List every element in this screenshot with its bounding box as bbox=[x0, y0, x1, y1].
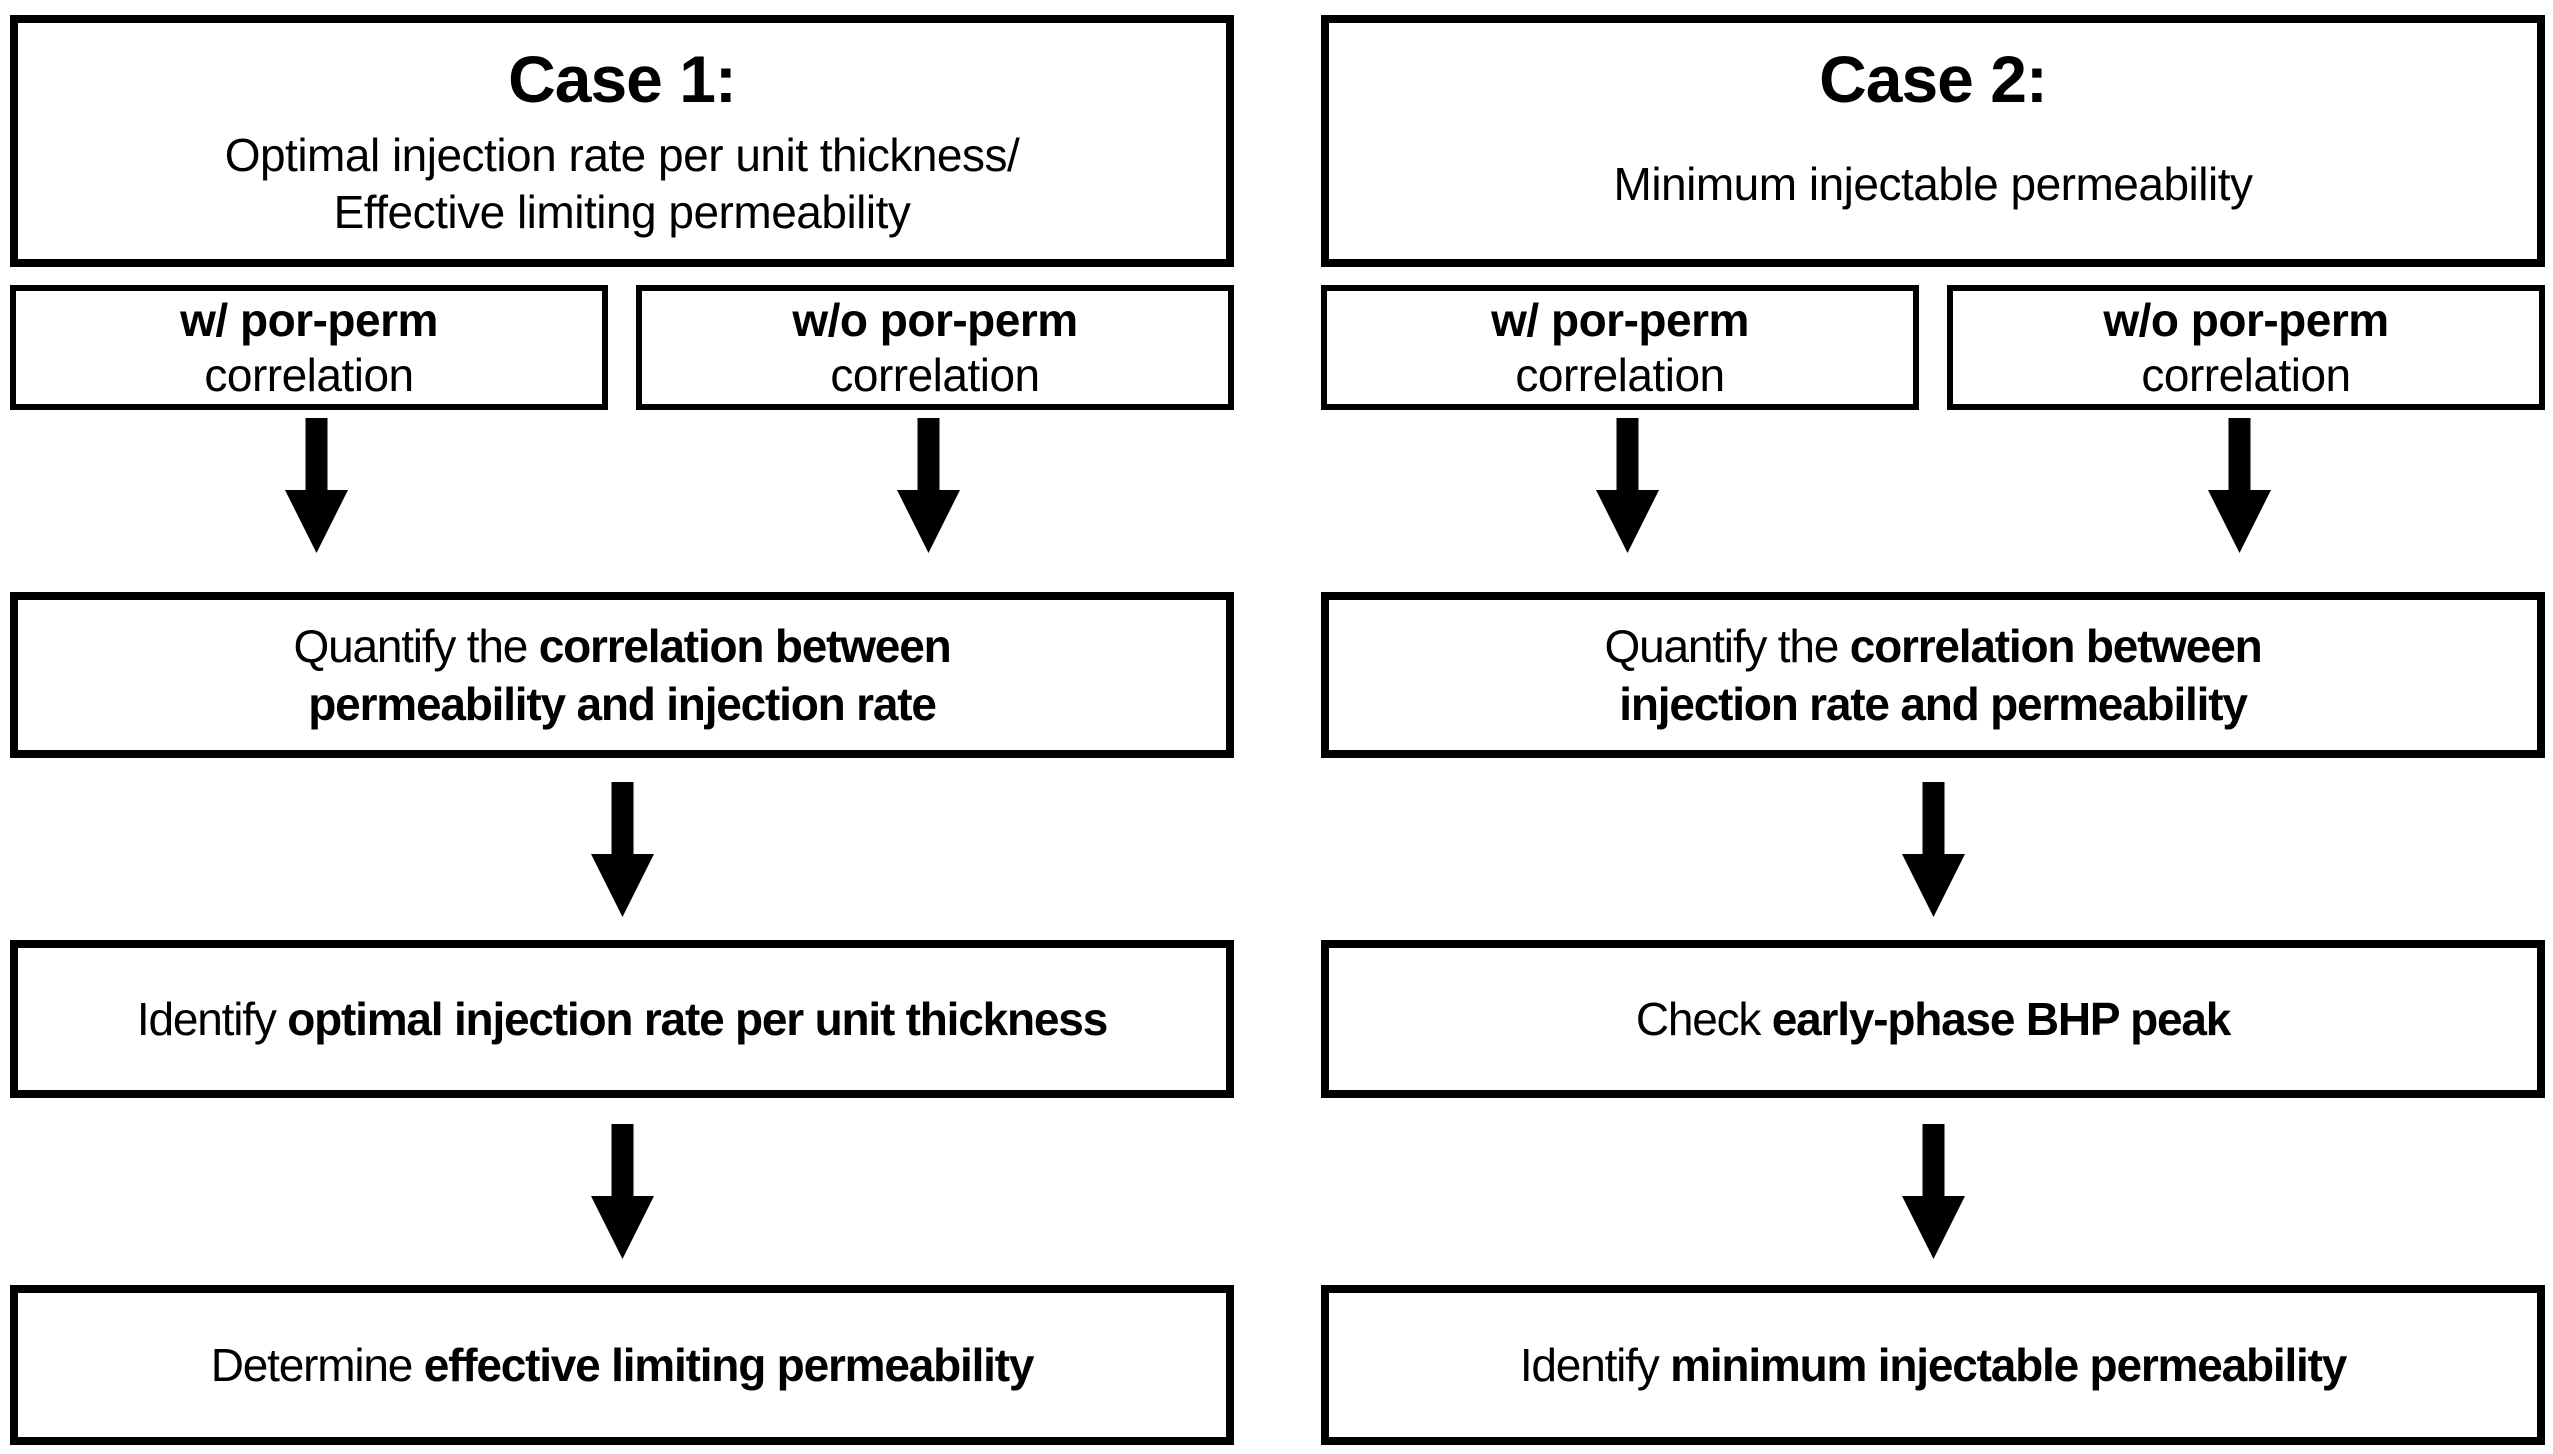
case2-step-identify-box: Identify minimum injectable permeability bbox=[1321, 1285, 2545, 1445]
case1-title: Case 1: bbox=[508, 42, 737, 116]
arrow-slot bbox=[1321, 1098, 2545, 1285]
case1-header-box: Case 1: Optimal injection rate per unit … bbox=[10, 15, 1234, 267]
case1-step-identify-box: Identify optimal injection rate per unit… bbox=[10, 940, 1234, 1098]
case1-column: Case 1: Optimal injection rate per unit … bbox=[10, 15, 1234, 1445]
step-text-bold: injection rate and permeability bbox=[1619, 678, 2248, 730]
step-text-bold: early-phase BHP peak bbox=[1771, 993, 2232, 1045]
arrow-slot bbox=[10, 1098, 1234, 1285]
arrow-down-icon bbox=[590, 781, 654, 917]
arrow-down-icon bbox=[284, 417, 348, 553]
branch-label-plain: correlation bbox=[204, 348, 414, 401]
case1-arrow-1 bbox=[10, 758, 1234, 940]
step-text-plain: Check bbox=[1635, 993, 1772, 1045]
case2-subtitle-line1: Minimum injectable permeability bbox=[1613, 157, 2253, 210]
step-text-bold: minimum injectable permeability bbox=[1670, 1339, 2347, 1391]
case2-arrow-1 bbox=[1321, 758, 2545, 940]
case2-branch-row: w/ por-perm correlation w/o por-perm cor… bbox=[1321, 285, 2545, 410]
case2-column: Case 2: Minimum injectable permeability … bbox=[1321, 15, 2545, 1445]
arrow-slot bbox=[1933, 410, 2545, 560]
arrow-down-icon bbox=[590, 1124, 654, 1259]
step-line: injection rate and permeability bbox=[1329, 675, 2537, 733]
case2-step-quantify-box: Quantify the correlation between injecti… bbox=[1321, 592, 2545, 758]
step-line: Quantify the correlation between bbox=[18, 617, 1226, 675]
branch-label-plain: correlation bbox=[1515, 348, 1725, 401]
branch-label-bold: w/o por-perm bbox=[792, 293, 1078, 346]
case1-branch-row: w/ por-perm correlation w/o por-perm cor… bbox=[10, 285, 1234, 410]
case2-header-box: Case 2: Minimum injectable permeability bbox=[1321, 15, 2545, 267]
branch-label-bold: w/ por-perm bbox=[180, 293, 438, 346]
step-line: Quantify the correlation between bbox=[1329, 617, 2537, 675]
branch-label-plain: correlation bbox=[830, 348, 1040, 401]
step-text-plain: Determine bbox=[210, 1339, 424, 1391]
step-text-plain: Identify bbox=[1519, 1339, 1671, 1391]
case2-subtitle: Minimum injectable permeability bbox=[1329, 119, 2537, 259]
step-text-plain: Identify bbox=[136, 993, 288, 1045]
case1-subtitle-line2: Effective limiting permeability bbox=[333, 186, 911, 238]
case2-branch-without-correlation-box: w/o por-perm correlation bbox=[1947, 285, 2545, 410]
case2-branch-arrows bbox=[1321, 410, 2545, 560]
case2-step-check-box: Check early-phase BHP peak bbox=[1321, 940, 2545, 1098]
arrow-slot bbox=[1321, 410, 1933, 560]
case2-branch-with-correlation-box: w/ por-perm correlation bbox=[1321, 285, 1919, 410]
case1-subtitle-line1: Optimal injection rate per unit thicknes… bbox=[224, 129, 1020, 181]
step-text-bold: effective limiting permeability bbox=[423, 1339, 1035, 1391]
step-text-bold: correlation between bbox=[1849, 620, 2263, 672]
case1-step-determine-box: Determine effective limiting permeabilit… bbox=[10, 1285, 1234, 1445]
branch-label-plain: correlation bbox=[2141, 348, 2351, 401]
step-line: Identify optimal injection rate per unit… bbox=[18, 990, 1226, 1048]
step-text-plain: Quantify the bbox=[1604, 620, 1850, 672]
step-line: Identify minimum injectable permeability bbox=[1329, 1336, 2537, 1394]
step-line: Check early-phase BHP peak bbox=[1329, 990, 2537, 1048]
case1-subtitle: Optimal injection rate per unit thicknes… bbox=[18, 119, 1226, 259]
case1-branch-arrows bbox=[10, 410, 1234, 560]
arrow-slot bbox=[10, 410, 622, 560]
arrow-down-icon bbox=[1901, 1124, 1965, 1259]
branch-label-bold: w/ por-perm bbox=[1491, 293, 1749, 346]
step-text-bold: optimal injection rate per unit thicknes… bbox=[287, 993, 1108, 1045]
case1-arrow-2 bbox=[10, 1098, 1234, 1285]
case2-title: Case 2: bbox=[1819, 42, 2048, 116]
step-line: Determine effective limiting permeabilit… bbox=[18, 1336, 1226, 1394]
branch-label-bold: w/o por-perm bbox=[2103, 293, 2389, 346]
arrow-down-icon bbox=[896, 417, 960, 553]
case2-arrow-2 bbox=[1321, 1098, 2545, 1285]
arrow-slot bbox=[622, 410, 1234, 560]
arrow-down-icon bbox=[1901, 781, 1965, 917]
arrow-slot bbox=[10, 758, 1234, 940]
step-text-bold: permeability and injection rate bbox=[308, 678, 937, 730]
case1-step-quantify-box: Quantify the correlation between permeab… bbox=[10, 592, 1234, 758]
arrow-slot bbox=[1321, 758, 2545, 940]
step-text-bold: correlation between bbox=[538, 620, 952, 672]
case1-branch-without-correlation-box: w/o por-perm correlation bbox=[636, 285, 1234, 410]
step-line: permeability and injection rate bbox=[18, 675, 1226, 733]
step-text-plain: Quantify the bbox=[293, 620, 539, 672]
arrow-down-icon bbox=[1595, 417, 1659, 553]
case1-branch-with-correlation-box: w/ por-perm correlation bbox=[10, 285, 608, 410]
arrow-down-icon bbox=[2207, 417, 2271, 553]
